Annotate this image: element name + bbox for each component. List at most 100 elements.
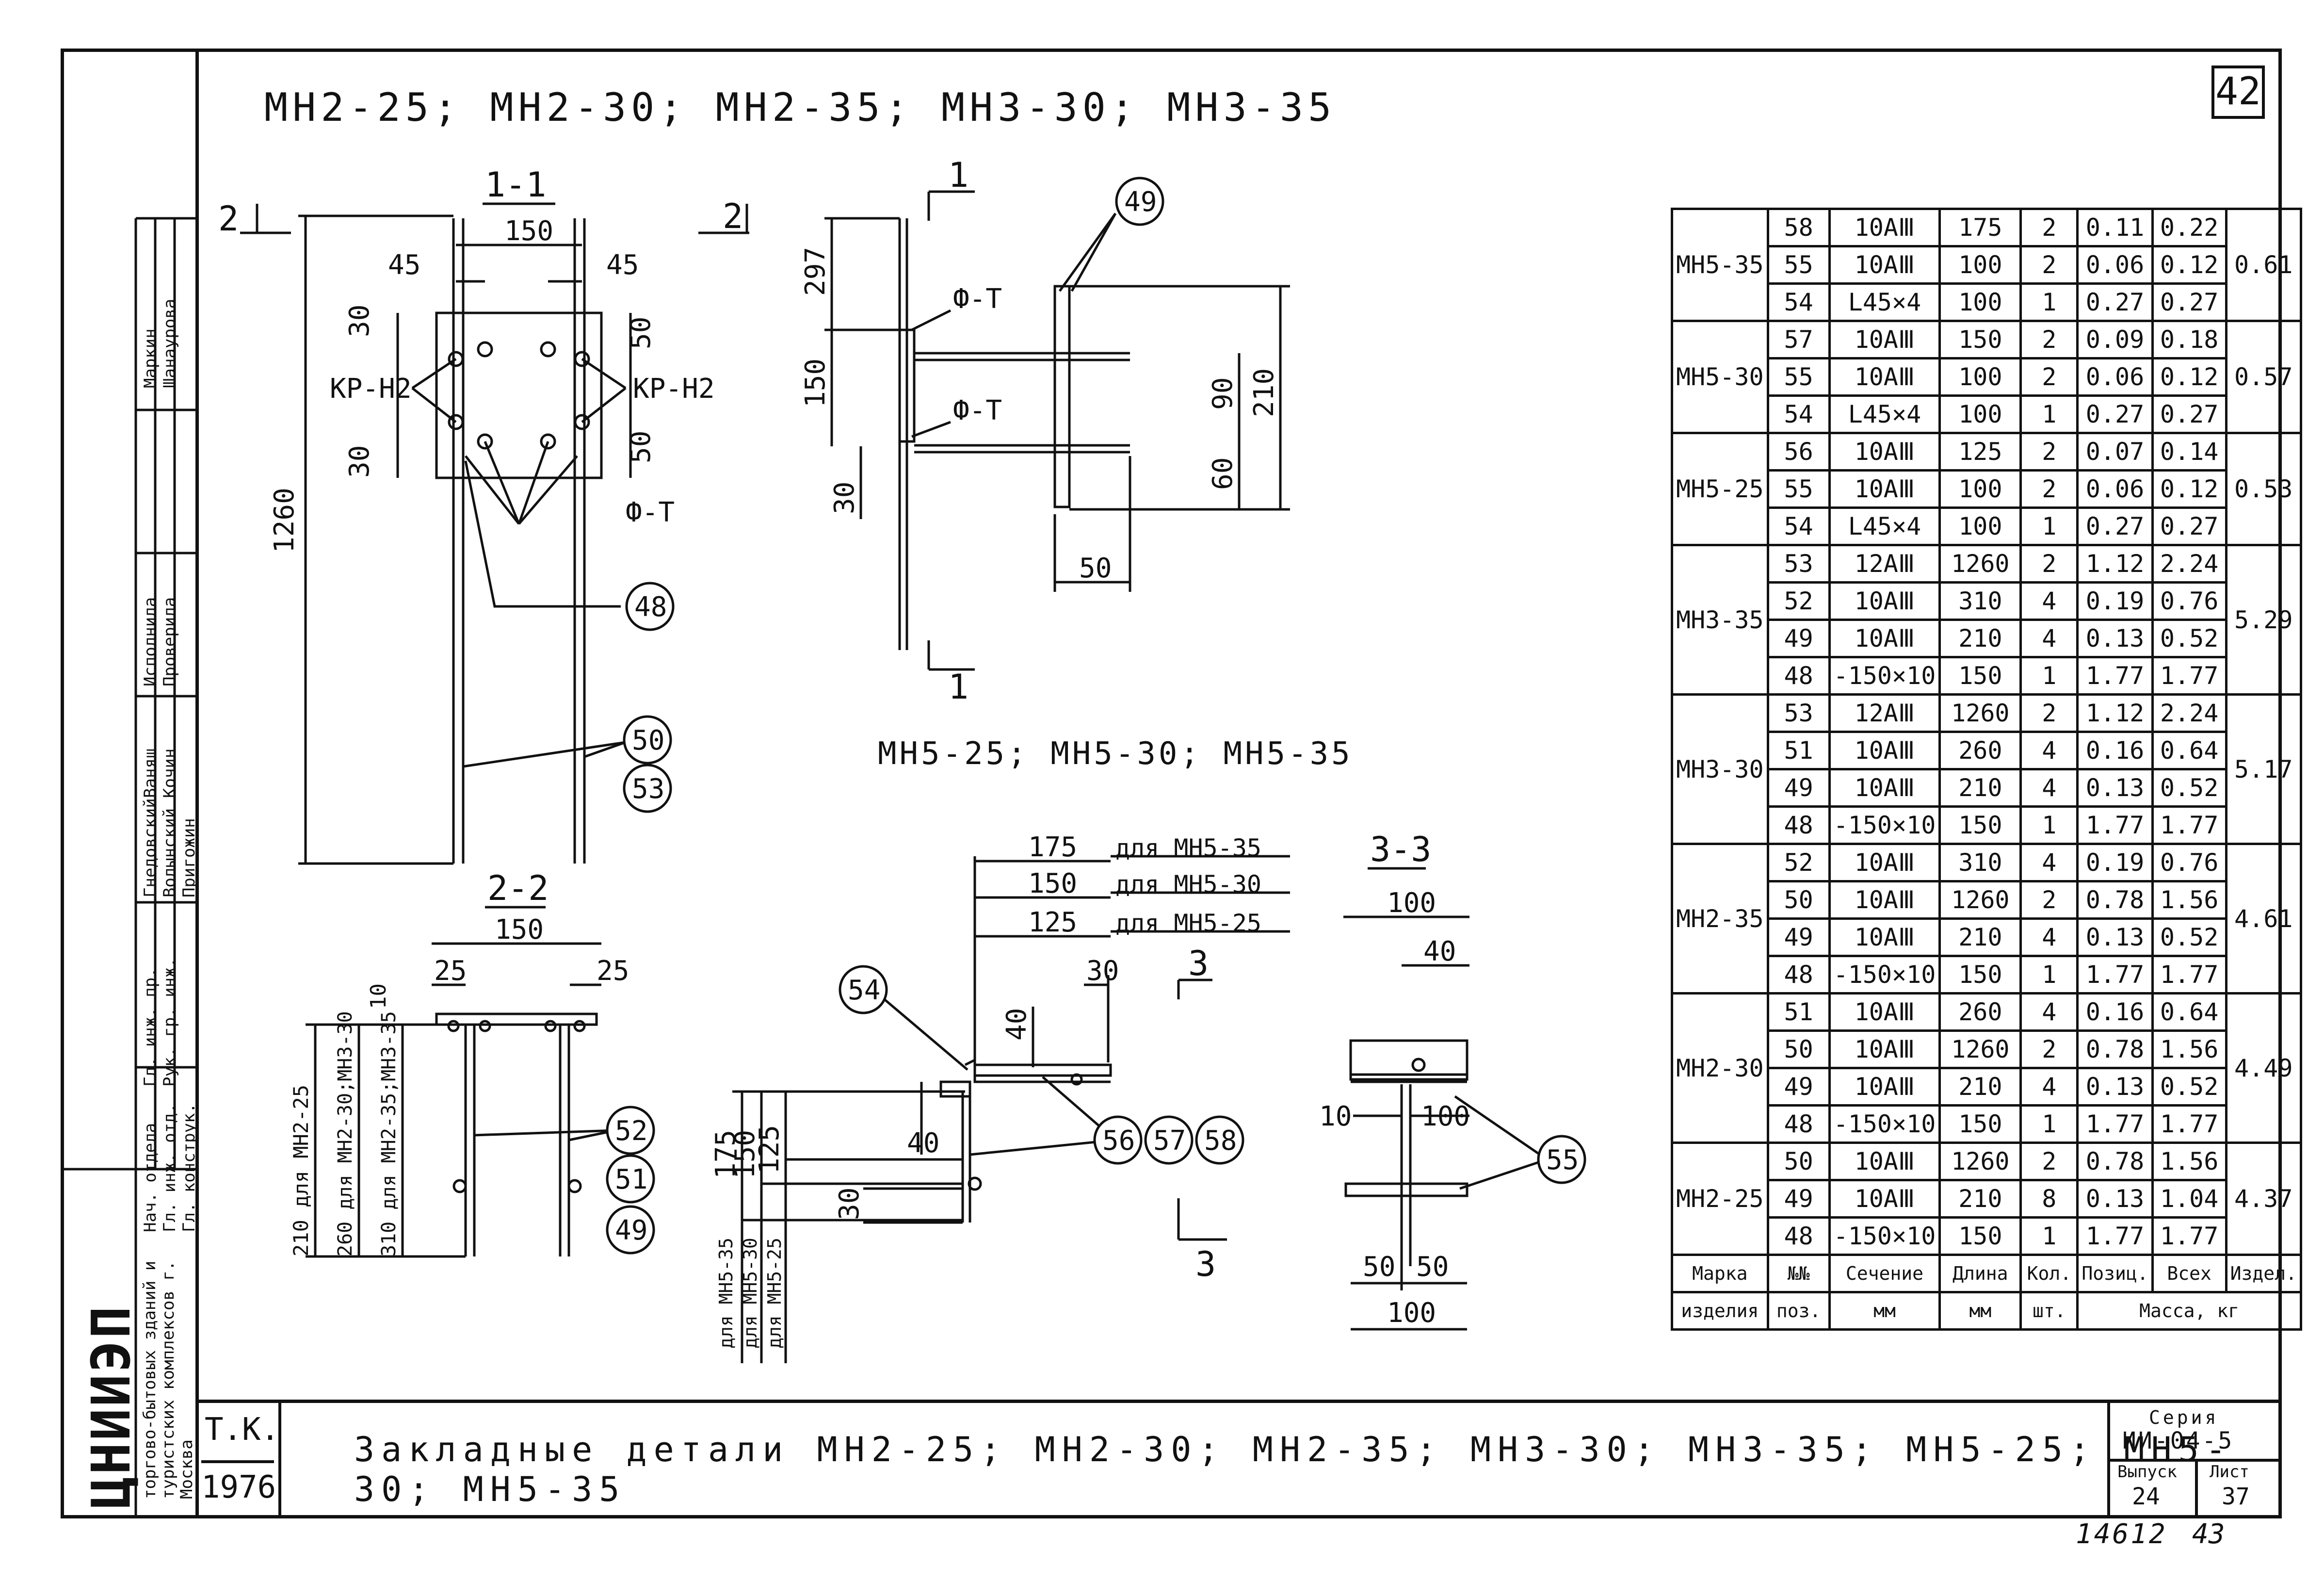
dim-note: для МН5-25 (1115, 909, 1261, 937)
spec-cell-pmass: 0.27 (2076, 394, 2154, 434)
spec-cell-len: 1260 (1938, 544, 2022, 584)
callout-text: КР-Н2 (330, 373, 412, 405)
spec-cell-sec: -150×10 (1828, 955, 1941, 995)
spec-total: 4.37 (2225, 1142, 2302, 1256)
spec-cell-pmass: 0.78 (2076, 1029, 2154, 1069)
spec-total: 4.61 (2225, 843, 2302, 995)
spec-cell-qty: 2 (2019, 432, 2079, 472)
dim-text: 210 (1248, 368, 1280, 417)
dim-text: 50 (1416, 1251, 1449, 1283)
dim-text: 30 (1086, 955, 1119, 987)
spec-cell-pos: 48 (1766, 656, 1831, 696)
spec-cell-pos: 48 (1766, 1104, 1831, 1144)
issue-value: 24 (2132, 1483, 2160, 1510)
issue-label: Выпуск (2117, 1462, 2177, 1482)
series-box: Серия ИИ-04-5 Выпуск 24 Лист 37 (2107, 1403, 2282, 1518)
spec-cell-pos: 57 (1766, 320, 1831, 359)
spec-cell-amass: 0.12 (2151, 245, 2227, 285)
spec-cell-pos: 49 (1766, 768, 1831, 808)
cut-mark-2-left: 2 (218, 199, 239, 239)
spec-cell-sec: 10АⅢ (1828, 768, 1941, 808)
spec-cell-pmass: 1.12 (2076, 693, 2154, 733)
spec-cell-pmass: 0.13 (2076, 1067, 2154, 1107)
cut-mark-3-top: 3 (1188, 944, 1209, 983)
spec-cell-len: 100 (1938, 245, 2022, 285)
spec-cell-qty: 1 (2019, 955, 2079, 995)
spec-cell-len: 310 (1938, 581, 2022, 621)
cut-mark-3-bottom: 3 (1195, 1244, 1216, 1284)
position-number: 55 (1546, 1144, 1579, 1176)
dim-text: 50 (1363, 1251, 1395, 1283)
dim-text: 50 (625, 431, 657, 463)
dim-note: для МН5-30 (740, 1238, 761, 1349)
spec-cell-pmass: 0.06 (2076, 357, 2154, 397)
spec-cell-pmass: 0.13 (2076, 768, 2154, 808)
position-number: 56 (1102, 1125, 1135, 1157)
spec-cell-amass: 0.64 (2151, 731, 2227, 770)
spec-cell-sec: 10АⅢ (1828, 1142, 1941, 1181)
spec-cell-sec: 10АⅢ (1828, 320, 1941, 359)
dim-text: 150 (729, 1130, 761, 1179)
spec-cell-amass: 0.12 (2151, 357, 2227, 397)
mn5-view-title: МН5-25; МН5-30; МН5-35 (878, 736, 1353, 772)
spec-cell-len: 1260 (1938, 1029, 2022, 1069)
spec-cell-len: 260 (1938, 731, 2022, 770)
spec-cell-pos: 51 (1766, 992, 1831, 1032)
spec-total: 5.17 (2225, 693, 2302, 845)
spec-header: изделия (1671, 1291, 1769, 1331)
spec-cell-sec: L45×4 (1828, 394, 1941, 434)
spec-cell-pmass: 0.13 (2076, 619, 2154, 658)
dim-text: 175 (710, 1130, 742, 1179)
dim-text: 45 (388, 249, 420, 281)
spec-cell-amass: 1.56 (2151, 880, 2227, 920)
spec-cell-len: 260 (1938, 992, 2022, 1032)
dim-note: для МН5-35 (715, 1238, 737, 1349)
position-number: 48 (634, 591, 667, 623)
spec-cell-pos: 56 (1766, 432, 1831, 472)
spec-cell-pmass: 0.78 (2076, 880, 2154, 920)
dim-text: 50 (1079, 553, 1112, 584)
dim-note: для МН5-35 (1115, 834, 1261, 862)
spec-cell-pos: 58 (1766, 208, 1831, 247)
dim-text: 30 (344, 445, 375, 478)
spec-header: Длина (1938, 1254, 2022, 1293)
spec-cell-amass: 0.52 (2151, 619, 2227, 658)
dim-text: 310 для МН2-35;МН3-35 (378, 1011, 400, 1256)
spec-cell-sec: 10АⅢ (1828, 1179, 1941, 1219)
spec-cell-qty: 4 (2019, 581, 2079, 621)
spec-cell-amass: 0.76 (2151, 581, 2227, 621)
tk-label: Т.К. (205, 1412, 280, 1448)
spec-cell-amass: 2.24 (2151, 693, 2227, 733)
spec-cell-sec: 10АⅢ (1828, 208, 1941, 247)
spec-cell-pos: 52 (1766, 581, 1831, 621)
dim-text: 125 (754, 1125, 785, 1174)
spec-header: Всех (2151, 1254, 2227, 1293)
spec-cell-qty: 1 (2019, 506, 2079, 546)
spec-cell-pmass: 1.77 (2076, 955, 2154, 995)
spec-cell-len: 100 (1938, 357, 2022, 397)
dim-note: для МН5-25 (764, 1238, 785, 1349)
spec-cell-pmass: 0.06 (2076, 245, 2154, 285)
spec-header: №№ (1766, 1254, 1831, 1293)
callout-text: КР-Н2 (633, 373, 715, 405)
spec-header: мм (1938, 1291, 2022, 1331)
spec-cell-qty: 1 (2019, 282, 2079, 322)
spec-cell-pmass: 1.12 (2076, 544, 2154, 584)
spec-total: 0.53 (2225, 432, 2302, 546)
spec-cell-pos: 51 (1766, 731, 1831, 770)
spec-cell-len: 150 (1938, 656, 2022, 696)
spec-cell-pmass: 1.77 (2076, 1104, 2154, 1144)
section-label-2-2: 2-2 (487, 868, 549, 908)
spec-cell-sec: -150×10 (1828, 656, 1941, 696)
spec-cell-pmass: 0.13 (2076, 1179, 2154, 1219)
